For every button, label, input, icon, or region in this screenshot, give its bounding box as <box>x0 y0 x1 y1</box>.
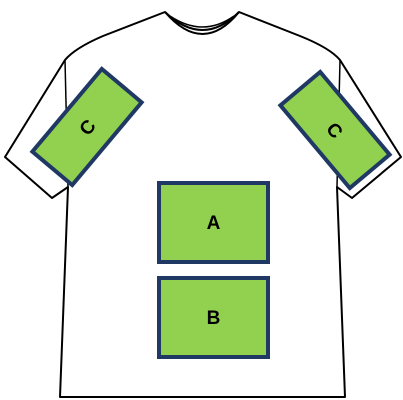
patch-a-label: A <box>207 213 221 234</box>
patch-b: B <box>159 278 268 357</box>
patch-b-label: B <box>207 308 221 329</box>
patch-a: A <box>159 183 268 262</box>
